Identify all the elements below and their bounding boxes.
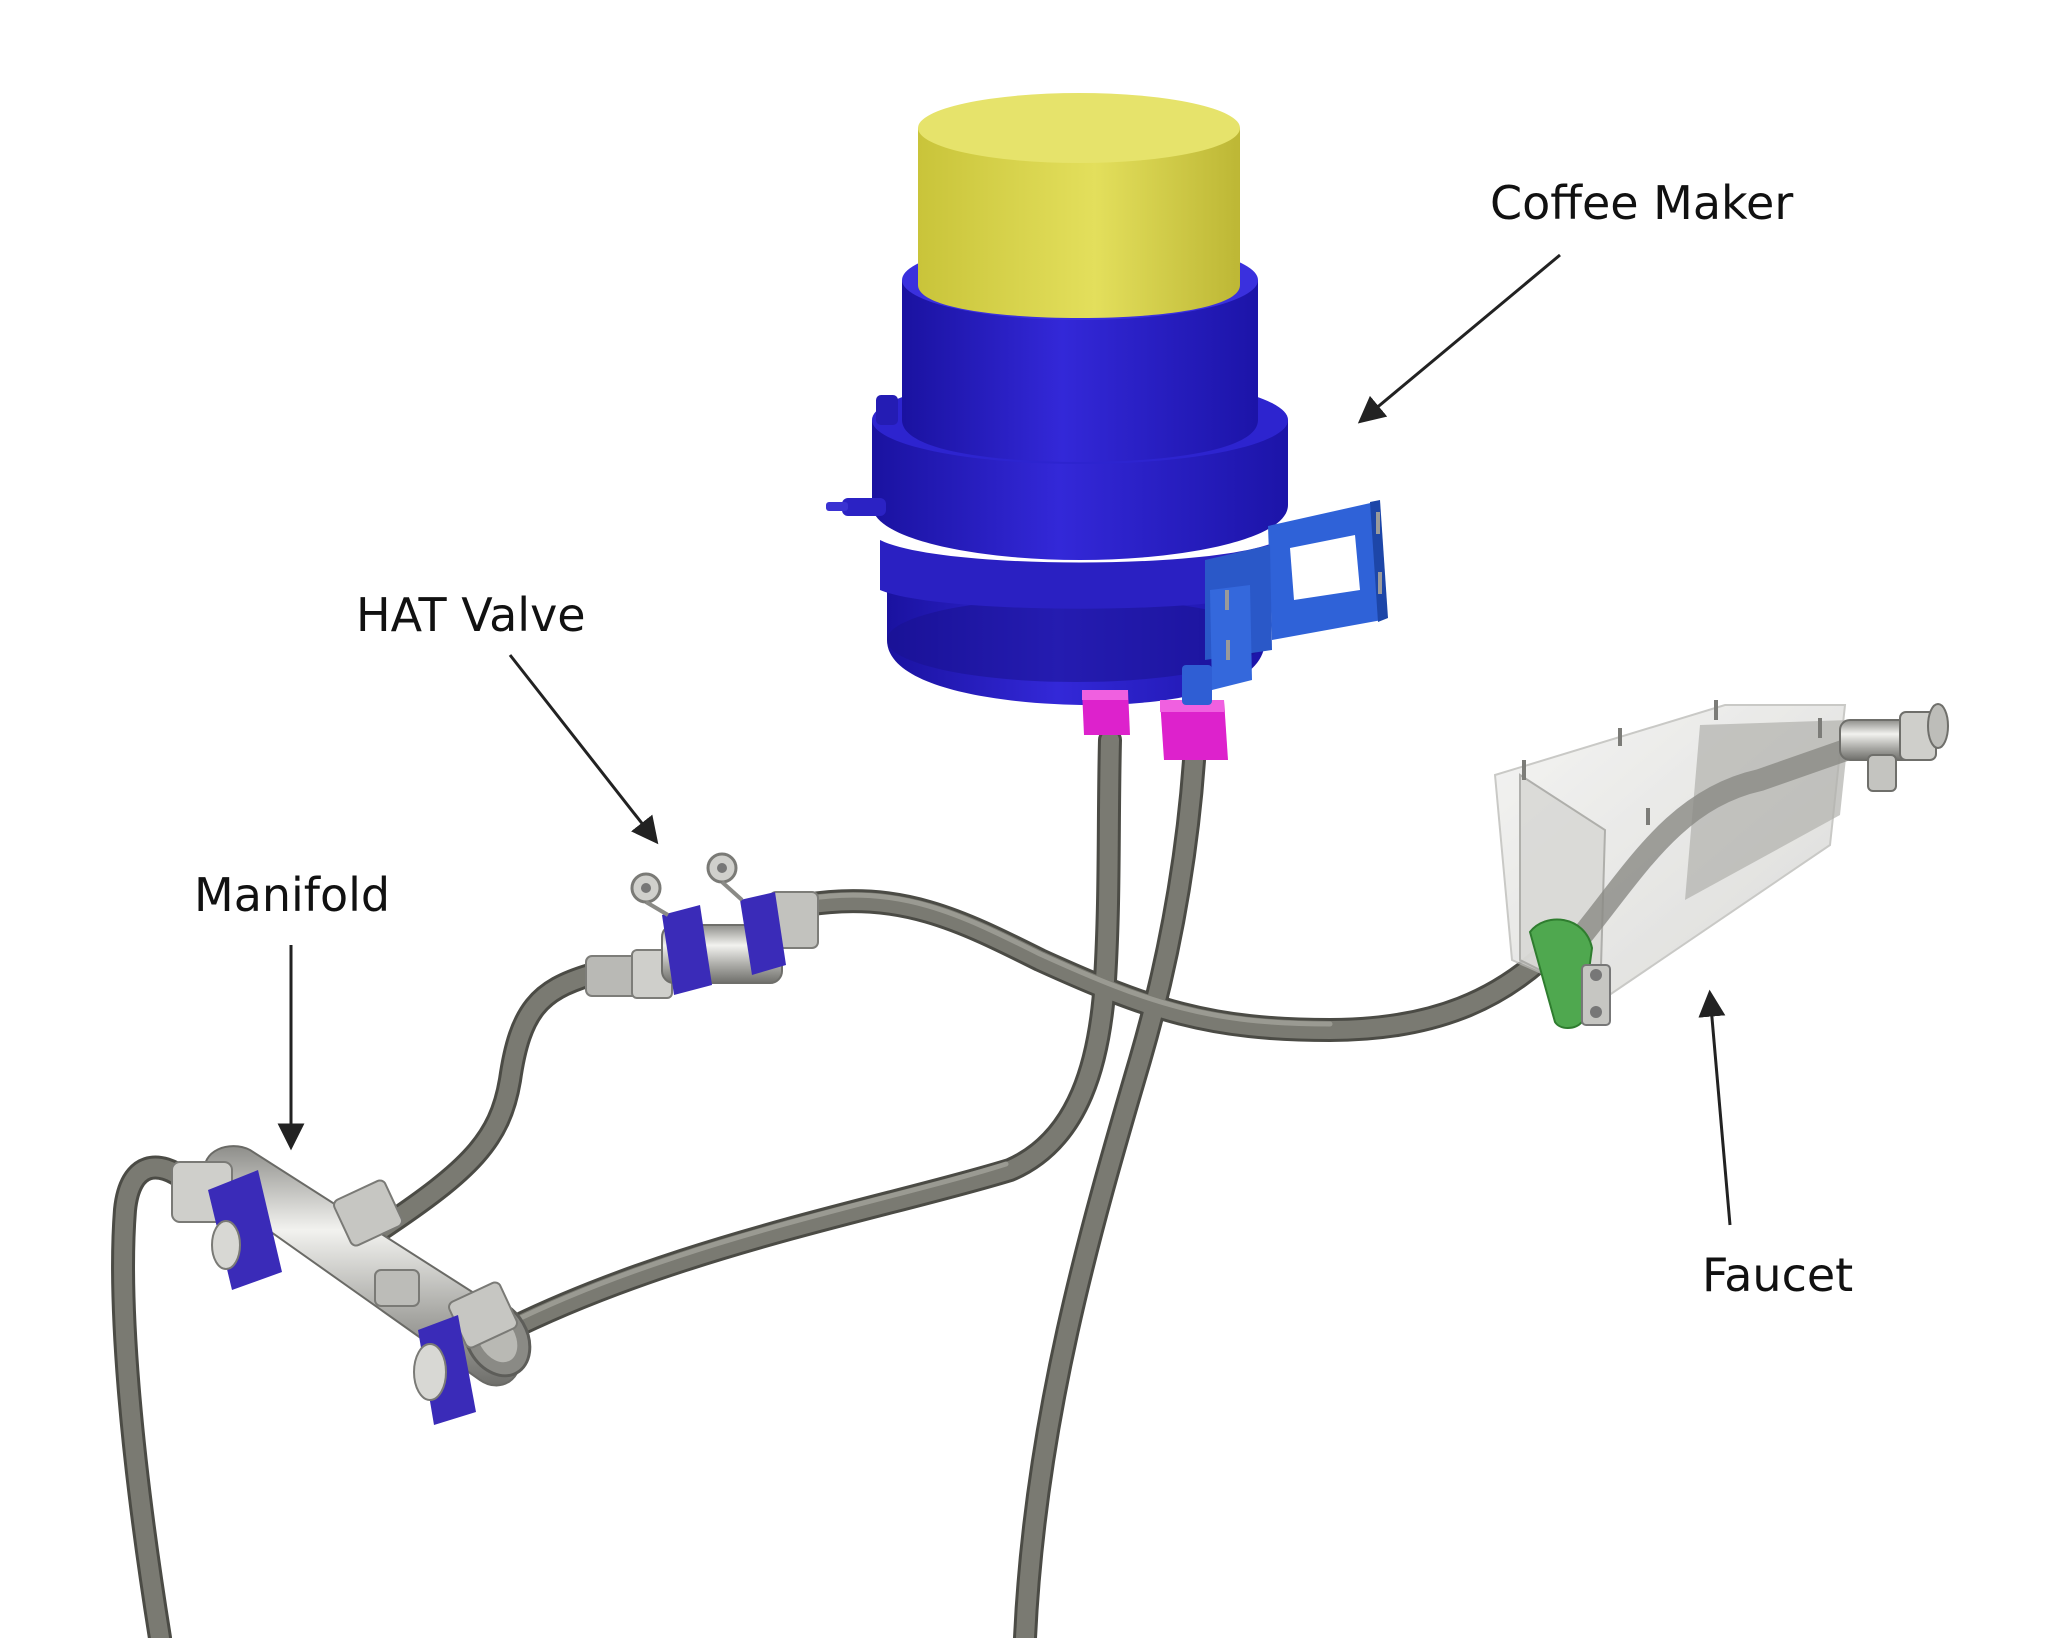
faucet [1493, 700, 1949, 1029]
callout-arrows [277, 253, 1732, 1226]
hose-manifold-to-hat [368, 963, 602, 1242]
hat-valve [585, 852, 819, 999]
label-manifold: Manifold [194, 868, 391, 922]
hose-manifold-to-coffee-left [458, 728, 1122, 1362]
coffee-maker [826, 93, 1388, 760]
hat-clamp-left [662, 905, 712, 995]
mounting-bracket [1205, 500, 1388, 690]
label-coffee-maker: Coffee Maker [1490, 176, 1794, 230]
arrow-icon [1698, 989, 1732, 1226]
hat-clamp-right [740, 892, 786, 975]
label-hat-valve: HAT Valve [356, 588, 586, 642]
label-faucet: Faucet [1702, 1248, 1854, 1302]
hoses [111, 728, 1552, 1638]
faucet-clamp-green [1528, 918, 1594, 1029]
magenta-fittings [1082, 665, 1228, 760]
arrow-icon [1357, 253, 1561, 424]
manifold [171, 1145, 532, 1425]
arrow-icon [508, 654, 659, 845]
